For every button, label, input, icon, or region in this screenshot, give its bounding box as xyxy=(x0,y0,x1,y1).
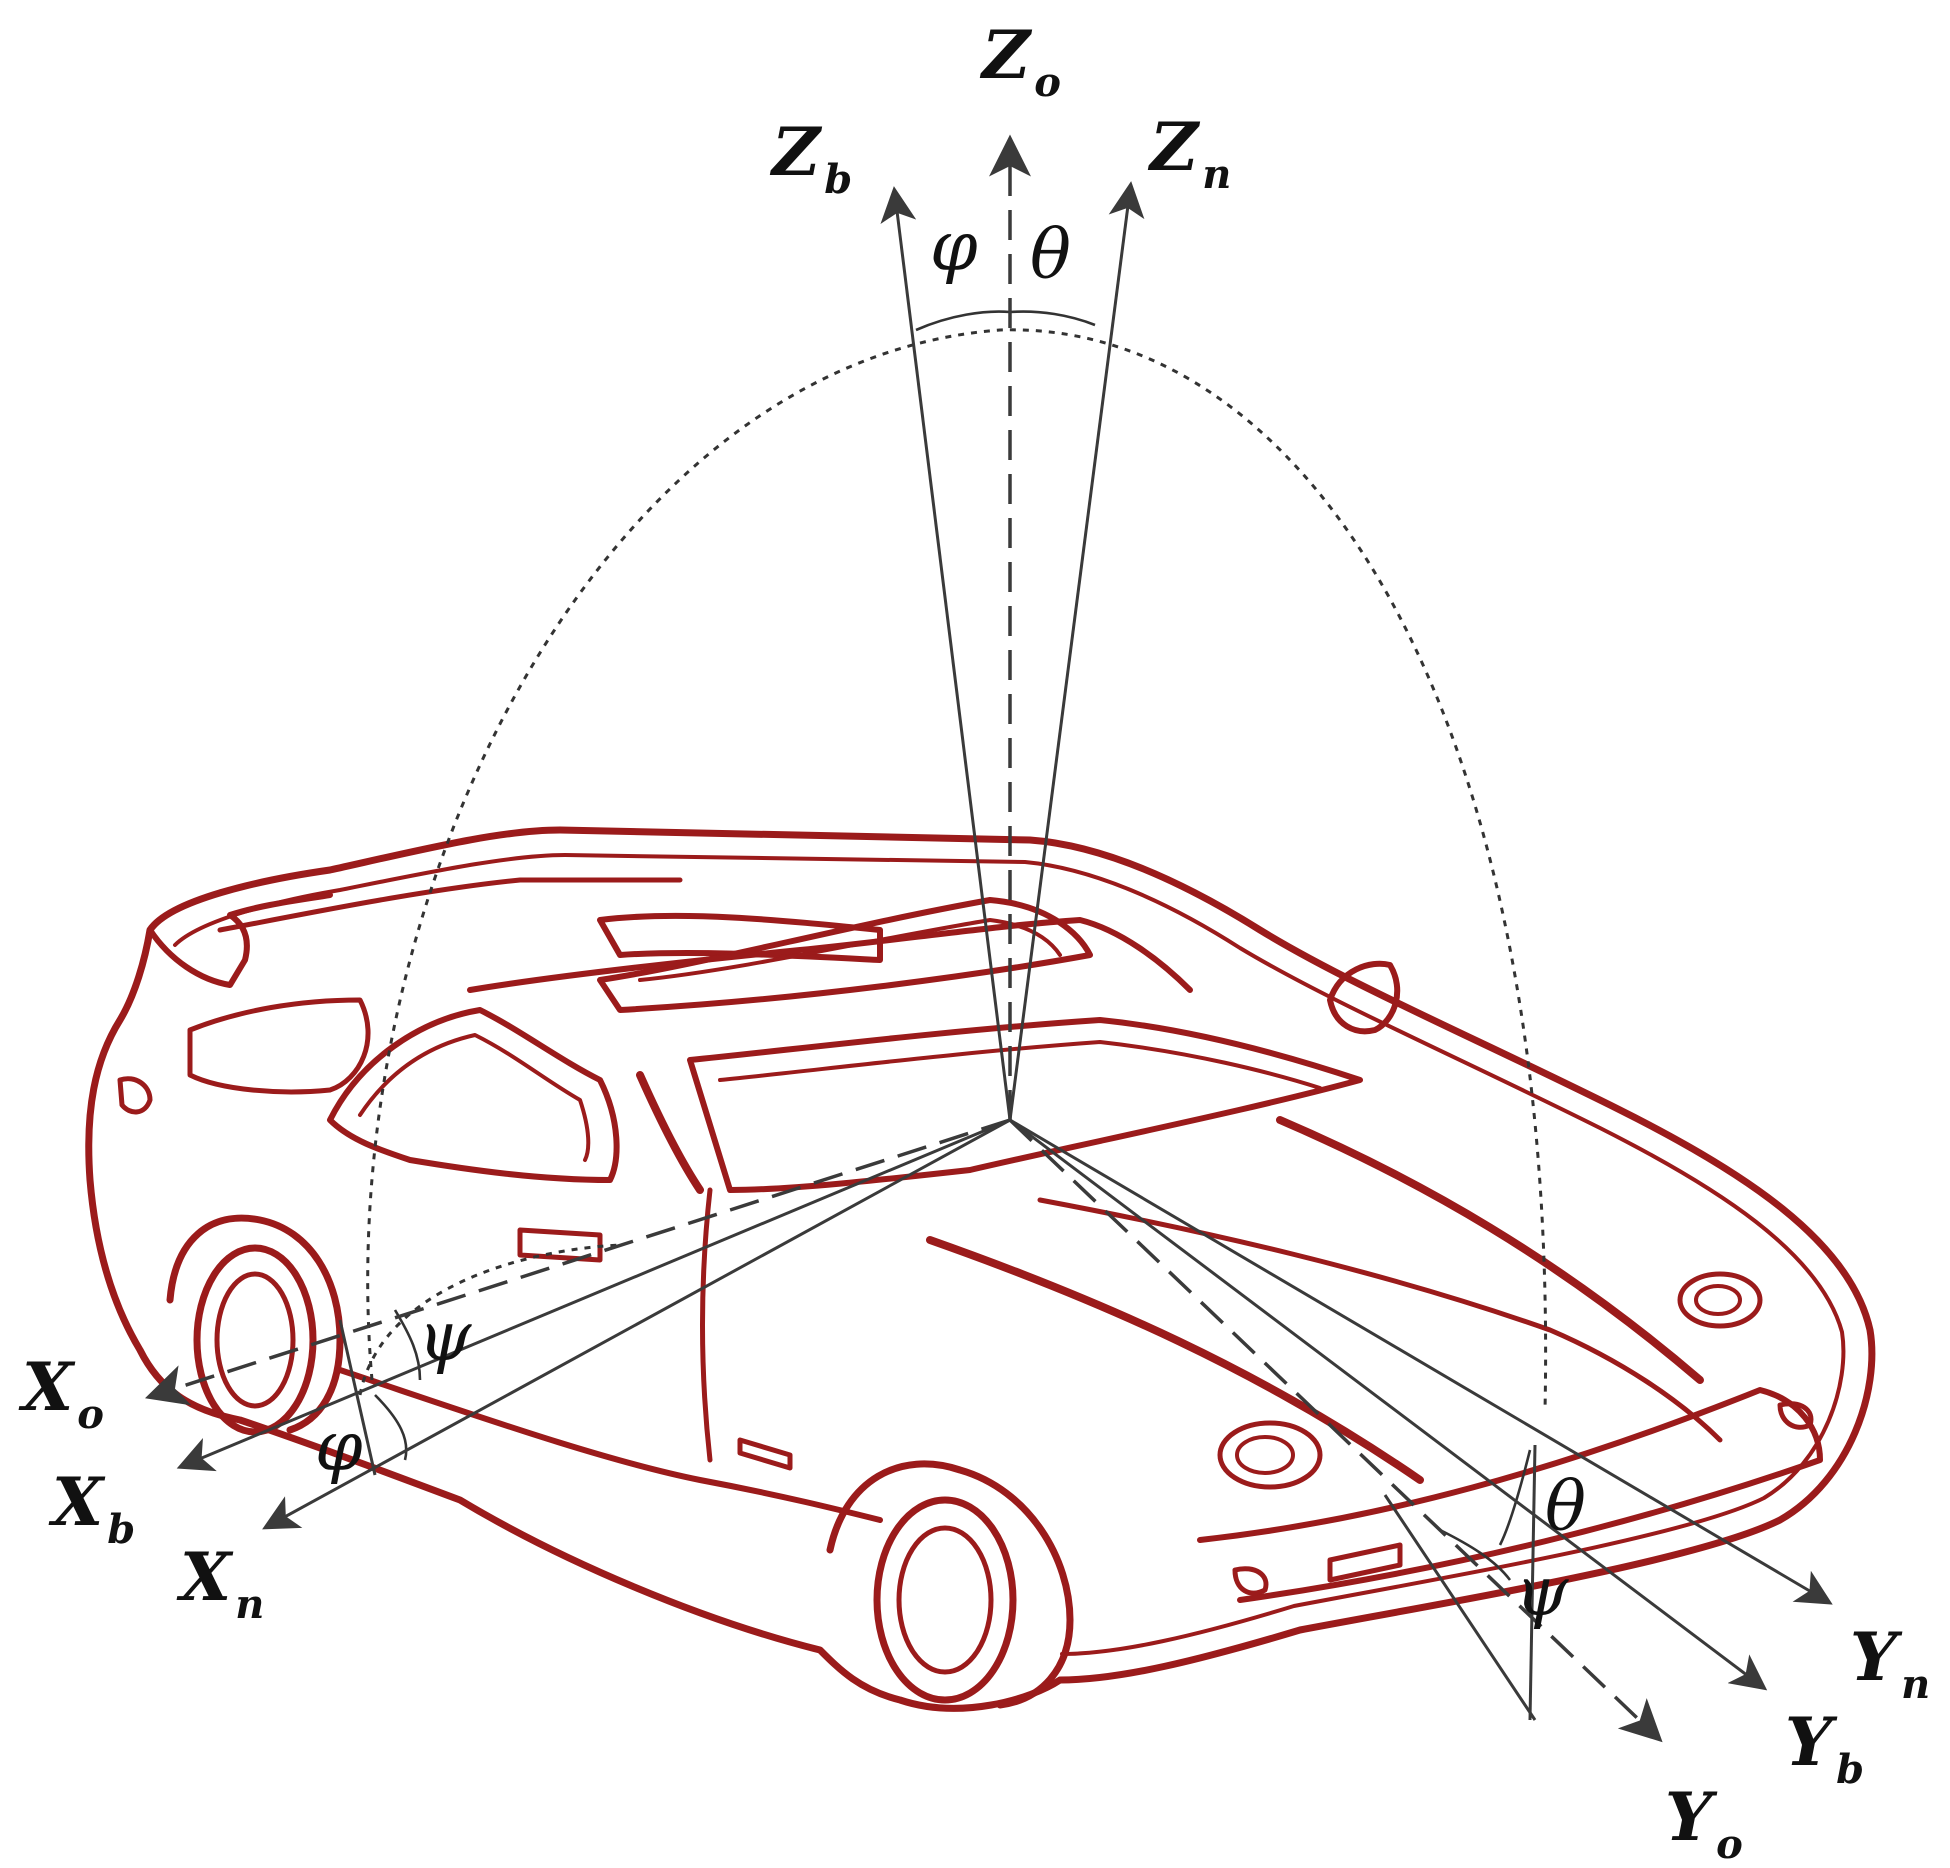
car-side-mirror xyxy=(1327,960,1401,1035)
car-rear-wheel-arch xyxy=(166,1214,344,1434)
car-spoiler xyxy=(147,892,333,988)
arc-theta-top xyxy=(1009,310,1096,327)
car-rear-wheel xyxy=(193,1244,317,1436)
car-headlight-left xyxy=(1217,1420,1323,1490)
angle-label-theta-top: θ xyxy=(1030,216,1071,295)
dotted-arc-roll xyxy=(366,328,1548,1411)
angle-label-psi-left: ψ xyxy=(418,1298,472,1377)
car-sunroof-inner xyxy=(638,918,1062,982)
car-front-hub xyxy=(896,1525,994,1675)
angle-labels: φ θ ψ φ θ ψ xyxy=(315,208,1586,1632)
car-trunk-panel xyxy=(187,997,371,1095)
car-taillight xyxy=(117,1076,153,1115)
car-body-inner-outline xyxy=(173,853,1846,1656)
car-rear-window xyxy=(327,1007,620,1183)
angle-arcs xyxy=(374,310,1532,1581)
car-headlight-right-inner xyxy=(1694,1284,1742,1316)
axis-y-o xyxy=(1008,1118,1663,1743)
car-hood-crease-left xyxy=(926,1236,1424,1484)
car-windshield-inner xyxy=(718,1040,1322,1090)
car-body-outline xyxy=(85,826,1876,1712)
car-front-wheel-arch xyxy=(826,1460,1074,1709)
arc-phi-top xyxy=(915,310,1011,332)
car-sunroof-rear xyxy=(597,912,883,963)
axis-x-o xyxy=(145,1118,1011,1406)
angle-label-phi-left: φ xyxy=(315,1408,363,1487)
car-b-pillar xyxy=(636,1071,704,1194)
car-hood-edge xyxy=(1037,1197,1723,1443)
axis-x-n xyxy=(262,1118,1011,1530)
car-fuel-cap xyxy=(517,1227,603,1263)
car-front-bumper xyxy=(1197,1387,1823,1603)
car-front-indicator xyxy=(1232,1566,1269,1596)
car-headlight-right xyxy=(1677,1271,1763,1329)
dotted-rotation-arcs xyxy=(358,328,1548,1411)
axis-y-b xyxy=(1009,1118,1768,1691)
dotted-arc-yaw xyxy=(358,1243,621,1396)
car-door-handle xyxy=(737,1437,793,1471)
axis-z-n xyxy=(1008,181,1145,1121)
projection-line-right-vert xyxy=(1528,1444,1537,1721)
axis-y-n xyxy=(1009,1118,1833,1605)
car-front-wheel xyxy=(873,1496,1017,1704)
car-rear-window-inner xyxy=(358,1033,591,1162)
car-front-indicator-right xyxy=(1777,1401,1814,1430)
car-headlight-left-inner xyxy=(1235,1435,1295,1475)
car-door-line xyxy=(700,1187,713,1463)
car-rear-hub xyxy=(214,1271,296,1409)
car-side-sill xyxy=(337,1367,883,1523)
arc-psi-right xyxy=(1439,1528,1512,1581)
arc-phi-left xyxy=(374,1394,408,1461)
car-sunroof-front xyxy=(597,897,1093,1013)
car-illustration xyxy=(85,826,1876,1712)
car-front-grille xyxy=(1327,1542,1403,1583)
angle-label-theta-right: θ xyxy=(1545,1468,1586,1547)
projection-line-right-diag xyxy=(1383,1494,1537,1721)
car-windshield xyxy=(687,1017,1363,1193)
angle-label-psi-right: ψ xyxy=(1515,1553,1569,1632)
coordinate-axes xyxy=(145,134,1833,1743)
axis-z-b xyxy=(880,186,1012,1121)
angle-label-phi-top: φ xyxy=(930,208,978,287)
axis-x-b xyxy=(176,1118,1011,1472)
car-hood-crease-right xyxy=(1276,1116,1704,1384)
projection-line-left xyxy=(338,1319,377,1476)
car-spoiler-lip xyxy=(217,877,683,933)
car-roofline xyxy=(467,917,1193,993)
arc-theta-right xyxy=(1498,1449,1532,1546)
